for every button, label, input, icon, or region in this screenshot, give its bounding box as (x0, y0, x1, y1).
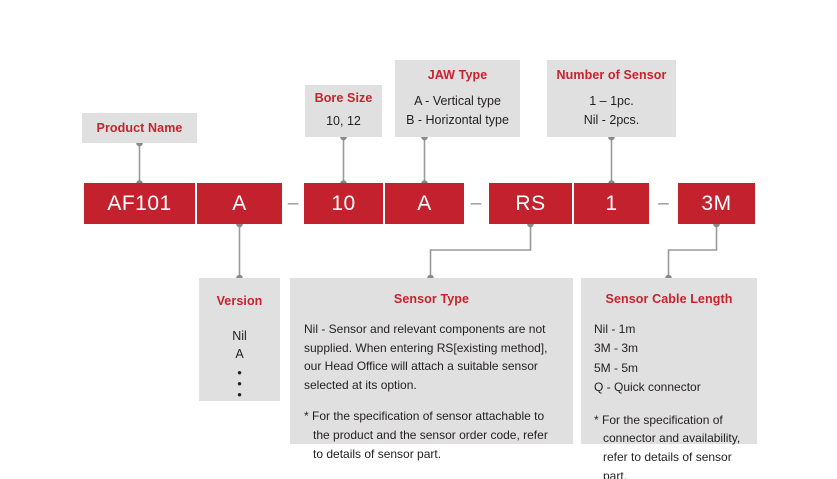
card-product-name: Product Name (82, 113, 197, 143)
card-sensor-type-title: Sensor Type (393, 292, 470, 306)
wire-sensor-cable-length (667, 224, 718, 278)
separator-dash-2: – (464, 183, 488, 224)
card-sensor-cable-length-line-3: Q - Quick connector (594, 380, 701, 395)
chip-bore-size[interactable]: 10 (304, 183, 383, 224)
wire-sensor-type (429, 224, 532, 278)
chip-product-name-value: AF101 (107, 192, 172, 215)
card-bore-size-title: Bore Size (314, 91, 373, 106)
separator-dash-1: – (282, 183, 304, 224)
card-version-ellipsis-dot-0: • (237, 365, 242, 381)
card-version-ellipsis: • • • (237, 365, 242, 402)
card-number-of-sensor-lines: 1 – 1pc. Nil - 2pcs. (584, 92, 640, 128)
separator-dash-2-glyph: – (470, 193, 482, 214)
chip-product-name[interactable]: AF101 (84, 183, 195, 224)
card-jaw-type-lines: A - Vertical type B - Horizontal type (406, 92, 509, 128)
card-product-name-title: Product Name (96, 120, 183, 135)
card-number-of-sensor-line-0: 1 – 1pc. (589, 94, 634, 109)
chip-bore-size-value: 10 (331, 192, 356, 215)
chip-jaw-type-value: A (417, 192, 432, 215)
chip-sensor-type[interactable]: RS (489, 183, 572, 224)
separator-dash-3: – (649, 183, 678, 224)
card-number-of-sensor-title: Number of Sensor (556, 68, 667, 83)
chip-number-of-sensor-value: 1 (605, 192, 618, 215)
chip-number-of-sensor[interactable]: 1 (574, 183, 649, 224)
separator-dash-1-glyph: – (287, 193, 299, 214)
card-version: Version Nil A • • • (199, 278, 280, 401)
card-number-of-sensor-line-1: Nil - 2pcs. (583, 112, 640, 127)
card-jaw-type-title: JAW Type (427, 68, 488, 83)
card-sensor-type-body: Nil - Sensor and relevant components are… (304, 322, 548, 392)
card-sensor-cable-length-title: Sensor Cable Length (605, 292, 733, 306)
card-jaw-type: JAW Type A - Vertical type B - Horizonta… (395, 60, 520, 137)
card-number-of-sensor: Number of Sensor 1 – 1pc. Nil - 2pcs. (547, 60, 676, 137)
card-sensor-cable-length-line-0: Nil - 1m (594, 322, 636, 336)
chip-version[interactable]: A (197, 183, 282, 224)
chip-sensor-cable-length[interactable]: 3M (678, 183, 755, 224)
card-sensor-type-note: * For the specification of sensor attach… (304, 409, 548, 461)
card-version-line-1: A (235, 347, 244, 362)
card-version-lines: Nil A (232, 327, 247, 363)
card-sensor-cable-length-line-1: 3M - 3m (594, 341, 639, 356)
card-version-line-0: Nil (232, 329, 247, 343)
card-bore-size-line-0: 10, 12 (326, 114, 361, 129)
card-version-ellipsis-dot-1: • (237, 375, 242, 391)
card-sensor-type: Sensor Type Nil - Sensor and relevant co… (290, 278, 573, 461)
card-version-title: Version (216, 294, 263, 308)
card-sensor-cable-length: Sensor Cable Length Nil - 1m 3M - 3m 5M … (581, 278, 757, 479)
card-jaw-type-line-1: B - Horizontal type (406, 112, 509, 127)
card-sensor-cable-length-lines: Nil - 1m 3M - 3m 5M - 5m Q - Quick conne… (594, 320, 701, 398)
chip-sensor-type-value: RS (515, 192, 546, 215)
card-sensor-cable-length-note: * For the specification of connector and… (594, 412, 741, 479)
card-jaw-type-line-0: A - Vertical type (414, 94, 501, 109)
chip-jaw-type[interactable]: A (385, 183, 464, 224)
chip-sensor-cable-length-value: 3M (701, 192, 732, 215)
separator-dash-3-glyph: – (658, 193, 669, 214)
card-sensor-cable-length-line-2: 5M - 5m (594, 360, 639, 375)
chip-version-value: A (232, 192, 247, 215)
card-version-ellipsis-dot-2: • (237, 386, 242, 402)
card-bore-size: Bore Size 10, 12 (305, 85, 382, 137)
